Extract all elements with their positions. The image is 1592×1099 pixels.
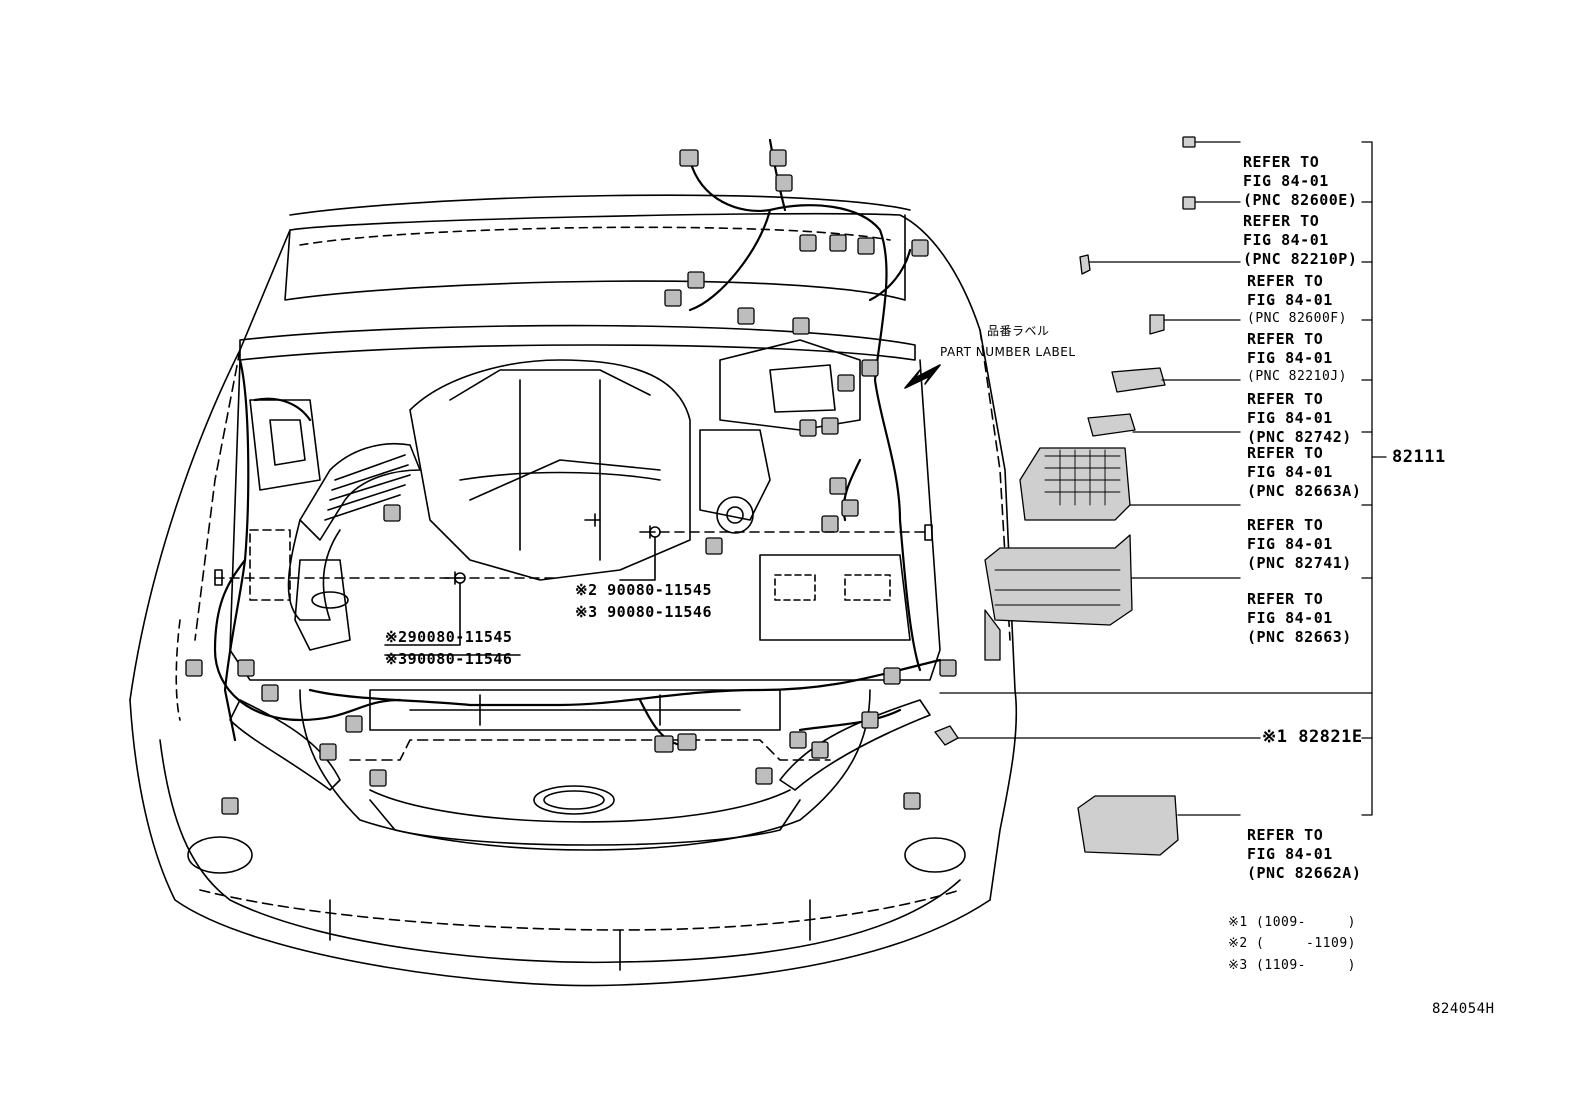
fuse-box-detail [994,449,1121,606]
exploded-parts [934,136,1196,856]
label-arrow [904,364,941,389]
bolt-markers [214,513,933,656]
engine-assembly [249,339,911,651]
note-1: ※1 (1009- ) [1228,915,1356,930]
note-3: ※3 (1109- ) [1228,958,1356,973]
part-label-en: PART NUMBER LABEL [940,345,1076,359]
main-part-number: 82111 [1392,447,1446,467]
vehicle-body [129,194,1018,987]
callout-leaders [939,141,1387,816]
bolt-center-a: ※2 90080-11545 [575,581,712,599]
note-2: ※2 ( -1109) [1228,936,1356,951]
bolt-left-a: ※290080-11545 [385,628,513,646]
harness-connectors [185,149,957,815]
bolt-center-b: ※3 90080-11546 [575,603,712,621]
main-harness [213,138,942,747]
part-label-jp: 品番ラベル [987,324,1050,338]
part-82821E: ※1 82821E [1262,727,1363,747]
bolt-left-b: ※390080-11546 [385,650,513,668]
figure-id: 824054H [1432,1001,1495,1017]
